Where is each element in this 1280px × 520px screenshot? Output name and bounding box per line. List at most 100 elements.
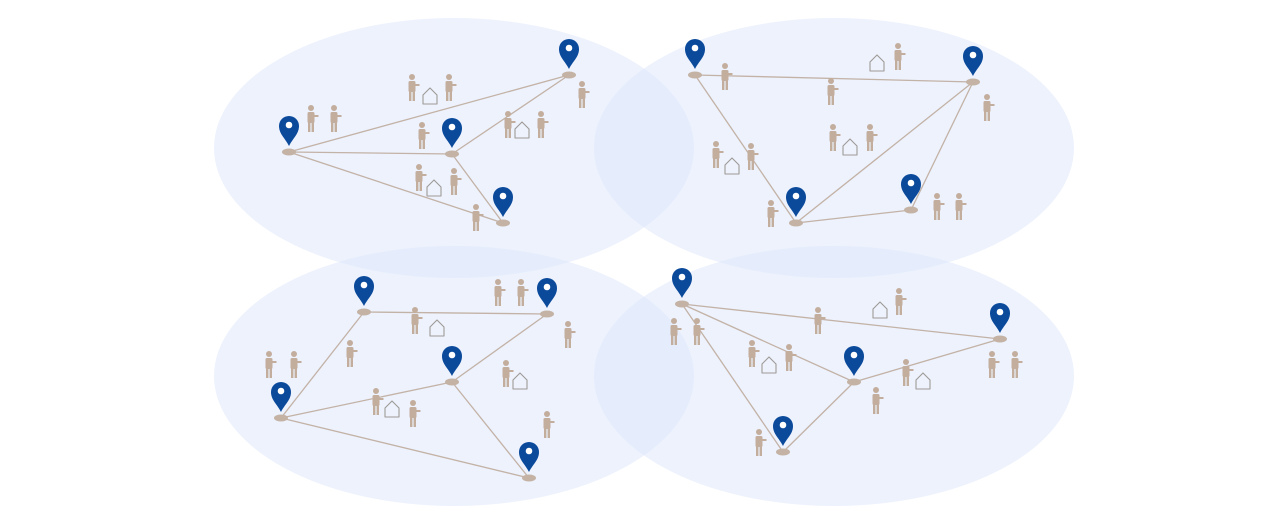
link-line — [795, 81, 974, 224]
person-icon — [517, 279, 529, 306]
link-line — [451, 381, 530, 479]
link-line — [451, 153, 504, 224]
person-icon — [502, 360, 514, 387]
location-pin-icon — [537, 278, 557, 318]
person-icon — [418, 122, 430, 149]
location-pin-icon — [354, 276, 374, 316]
person-icon — [902, 359, 914, 386]
location-pin-icon — [493, 187, 513, 227]
person-icon — [748, 340, 760, 367]
person-icon — [872, 387, 884, 414]
location-pin-icon — [685, 39, 705, 79]
house-icon — [724, 157, 740, 175]
link-line — [910, 81, 974, 211]
link-line — [681, 303, 855, 383]
location-pin-icon — [559, 39, 579, 79]
person-icon — [827, 78, 839, 105]
person-icon — [504, 111, 516, 138]
person-icon — [290, 351, 302, 378]
person-icon — [543, 411, 555, 438]
location-pin-icon — [844, 346, 864, 386]
link-line — [280, 381, 453, 419]
person-icon — [693, 318, 705, 345]
person-icon — [472, 204, 484, 231]
location-pin-icon — [271, 382, 291, 422]
zone-bottom-left — [214, 246, 694, 506]
link-line — [288, 74, 570, 153]
houses-layer — [384, 54, 931, 418]
link-line — [280, 417, 530, 479]
zone-top-left — [214, 18, 694, 278]
location-pin-icon — [773, 416, 793, 456]
link-line — [451, 313, 548, 383]
house-icon — [872, 301, 888, 319]
pins-layer — [271, 39, 1010, 482]
house-icon — [761, 356, 777, 374]
person-icon — [894, 43, 906, 70]
link-line — [681, 303, 1001, 340]
person-icon — [408, 74, 420, 101]
house-icon — [384, 400, 400, 418]
person-icon — [265, 351, 277, 378]
person-icon — [445, 74, 457, 101]
person-icon — [933, 193, 945, 220]
person-icon — [785, 344, 797, 371]
link-line — [288, 151, 453, 155]
link-line — [795, 209, 912, 224]
link-line — [288, 151, 504, 224]
person-icon — [537, 111, 549, 138]
person-icon — [721, 63, 733, 90]
location-pin-icon — [519, 442, 539, 482]
person-icon — [494, 279, 506, 306]
location-pin-icon — [990, 303, 1010, 343]
person-icon — [307, 105, 319, 132]
person-icon — [411, 307, 423, 334]
house-icon — [869, 54, 885, 72]
location-pin-icon — [672, 268, 692, 308]
house-icon — [422, 87, 438, 105]
person-icon — [578, 81, 590, 108]
person-icon — [814, 307, 826, 334]
person-icon — [747, 143, 759, 170]
location-pin-icon — [963, 46, 983, 86]
person-icon — [1011, 351, 1023, 378]
person-icon — [450, 168, 462, 195]
house-icon — [512, 372, 528, 390]
person-icon — [866, 124, 878, 151]
person-icon — [346, 340, 358, 367]
location-pin-icon — [901, 174, 921, 214]
person-icon — [955, 193, 967, 220]
location-pin-icon — [442, 118, 462, 158]
zone-bottom-right — [594, 246, 1074, 506]
person-icon — [415, 164, 427, 191]
person-icon — [829, 124, 841, 151]
location-pin-icon — [786, 187, 806, 227]
house-icon — [514, 121, 530, 139]
link-line — [694, 74, 797, 224]
person-icon — [983, 94, 995, 121]
person-icon — [330, 105, 342, 132]
people-layer — [265, 43, 1023, 456]
person-icon — [988, 351, 1000, 378]
link-line — [694, 74, 974, 83]
link-line — [363, 311, 548, 315]
link-line — [853, 338, 1001, 383]
location-pin-icon — [442, 346, 462, 386]
person-icon — [372, 388, 384, 415]
person-icon — [755, 429, 767, 456]
zones-layer — [214, 18, 1074, 506]
person-icon — [712, 141, 724, 168]
house-icon — [429, 319, 445, 337]
house-icon — [915, 372, 931, 390]
person-icon — [670, 318, 682, 345]
person-icon — [895, 288, 907, 315]
location-pin-icon — [279, 116, 299, 156]
link-line — [782, 381, 855, 453]
person-icon — [564, 321, 576, 348]
house-icon — [842, 138, 858, 156]
person-icon — [409, 400, 421, 427]
house-icon — [426, 179, 442, 197]
link-line — [280, 311, 365, 419]
